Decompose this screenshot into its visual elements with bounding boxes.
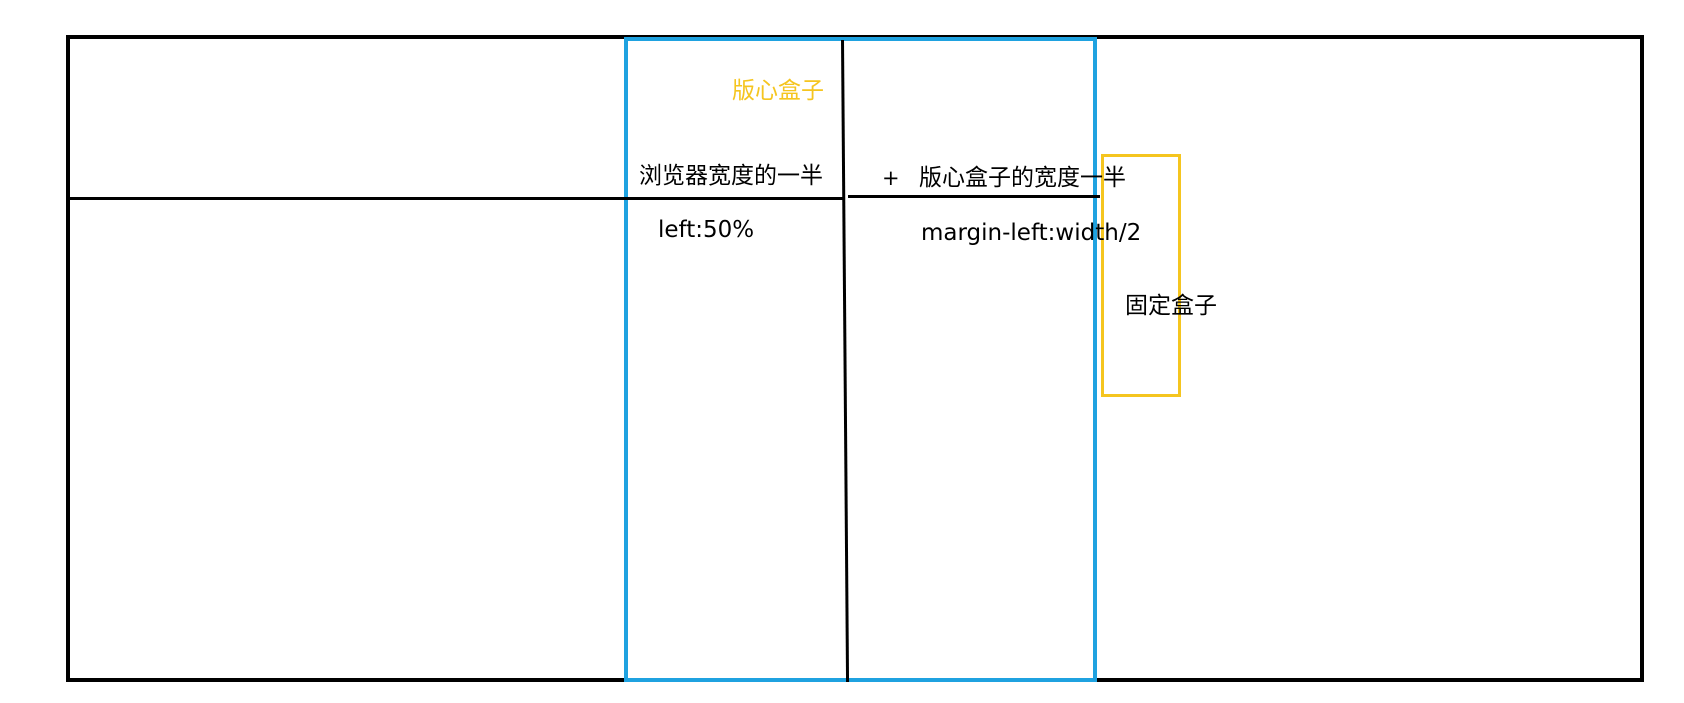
center-box xyxy=(624,37,1097,682)
half-center-width-label: 版心盒子的宽度一半 xyxy=(919,165,1126,191)
half-browser-width-line xyxy=(68,197,844,200)
margin-rule-label: margin-left:width/2 xyxy=(921,220,1142,246)
half-center-width-line xyxy=(848,195,1100,198)
center-box-title: 版心盒子 xyxy=(732,78,824,104)
left-rule-label: left:50% xyxy=(658,217,755,243)
fixed-box-label: 固定盒子 xyxy=(1125,293,1217,319)
half-browser-width-label: 浏览器宽度的一半 xyxy=(639,163,823,189)
fixed-box xyxy=(1101,154,1181,397)
plus-sign: + xyxy=(882,166,900,190)
